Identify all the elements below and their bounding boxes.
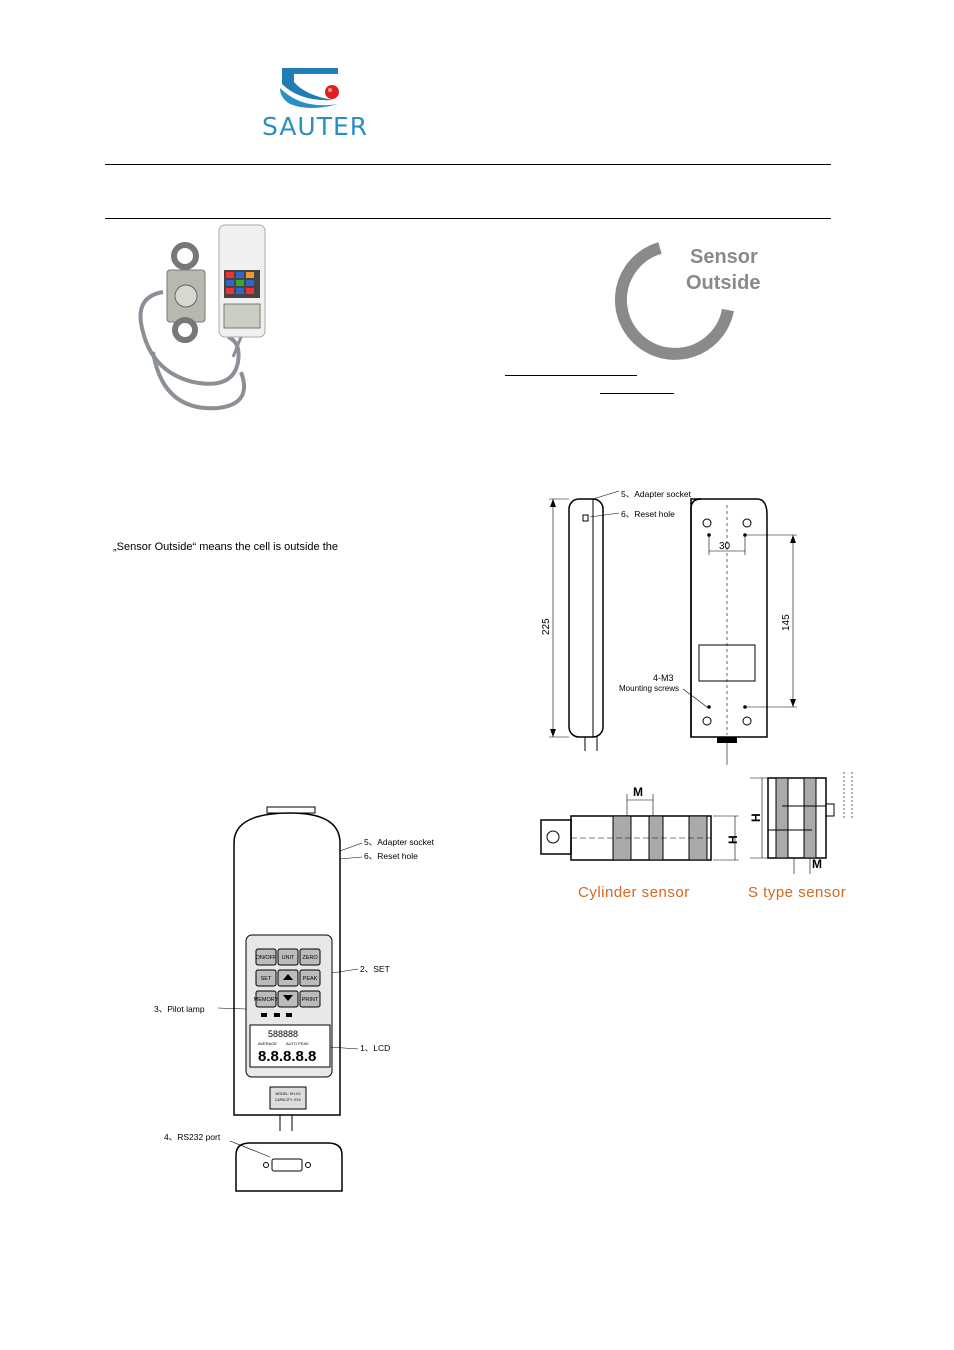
key-memory: MEMORY xyxy=(254,997,279,1003)
s-label-h: H xyxy=(749,813,763,822)
badge-line1: Sensor xyxy=(690,246,758,268)
key-on-off: ON/OFF xyxy=(256,955,277,961)
lcd-autopeak: AUTO PEAK xyxy=(286,1041,309,1046)
label-4-m3: 4-M3 xyxy=(653,673,674,683)
lcd-average: AVERAGE xyxy=(258,1041,277,1046)
label-reset-hole-side: 6、Reset hole xyxy=(621,509,675,519)
callout-adapter-socket: 5、Adapter socket xyxy=(364,837,435,847)
callout-set: 2、SET xyxy=(360,964,390,974)
badge-line2: Outside xyxy=(686,272,761,294)
key-peak: PEAK xyxy=(303,976,318,982)
blank-underline-2 xyxy=(600,393,674,394)
model-label: MODEL: SH-XX xyxy=(275,1092,301,1096)
cyl-label-m: M xyxy=(633,785,643,799)
header-rule-bottom xyxy=(105,218,831,219)
cylinder-sensor-caption: Cylinder sensor xyxy=(578,884,690,901)
s-type-sensor-caption: S type sensor xyxy=(748,884,847,901)
header-rule-top xyxy=(105,164,831,165)
cyl-label-h: H xyxy=(726,835,740,844)
product-photo xyxy=(123,222,270,416)
key-unit: UNIT xyxy=(282,955,295,961)
dim-225: 225 xyxy=(541,618,552,635)
callout-pilot-lamp: 3、Pilot lamp xyxy=(154,1004,205,1014)
s-type-sensor-drawing: H M xyxy=(749,772,853,874)
key-set: SET xyxy=(261,976,272,982)
key-print: PRINT xyxy=(302,997,319,1003)
s-label-m: M xyxy=(812,857,822,871)
sauter-logo-mark xyxy=(280,68,339,108)
dim-30: 30 xyxy=(719,541,731,552)
dimension-drawing: 225 5、Adapter socket 6、Reset hole 30 145… xyxy=(541,489,797,765)
label-mounting-screws: Mounting screws xyxy=(619,684,679,693)
key-zero: ZERO xyxy=(302,955,318,961)
cylinder-sensor-drawing: M H xyxy=(540,785,740,861)
label-adapter-socket-side: 5、Adapter socket xyxy=(621,489,692,499)
blank-underline-1 xyxy=(505,375,637,376)
callout-lcd: 1、LCD xyxy=(360,1043,390,1053)
callout-rs232-port: 4、RS232 port xyxy=(164,1132,221,1142)
callout-reset-hole: 6、Reset hole xyxy=(364,851,418,861)
sensor-description: „Sensor Outside“ means the cell is outsi… xyxy=(113,541,339,553)
lcd-top-digits: 588888 xyxy=(268,1029,298,1039)
lcd-main-digits: 8.8.8.8.8 xyxy=(258,1048,316,1065)
capacity-label: CAPACITY: XXX xyxy=(275,1098,302,1102)
logo-wordmark: SAUTER xyxy=(262,112,369,141)
sensor-outside-ring xyxy=(615,242,734,360)
dim-145: 145 xyxy=(781,614,792,631)
meter-front-view: ON/OFF UNIT ZERO SET PEAK MEMORY PRINT 5… xyxy=(154,806,435,1192)
